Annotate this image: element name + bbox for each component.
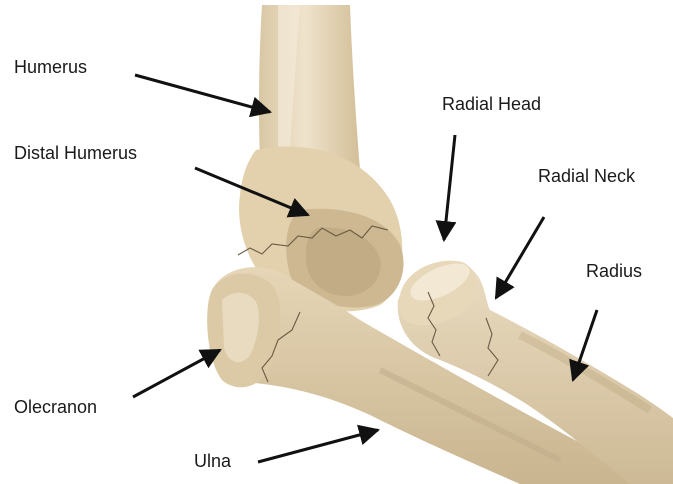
humerus-arrow — [135, 75, 270, 112]
label-humerus: Humerus — [14, 58, 87, 76]
label-radial-neck: Radial Neck — [538, 167, 635, 185]
label-ulna: Ulna — [194, 452, 231, 470]
label-radius: Radius — [586, 262, 642, 280]
olecranon-arrow — [133, 350, 220, 397]
label-radial-head: Radial Head — [442, 95, 541, 113]
radial-head-arrow — [444, 135, 455, 240]
ulna-arrow — [258, 430, 378, 462]
radial-neck-arrow — [496, 217, 544, 298]
humerus-bone — [238, 5, 404, 311]
label-distal-humerus: Distal Humerus — [14, 144, 137, 162]
label-olecranon: Olecranon — [14, 398, 97, 416]
